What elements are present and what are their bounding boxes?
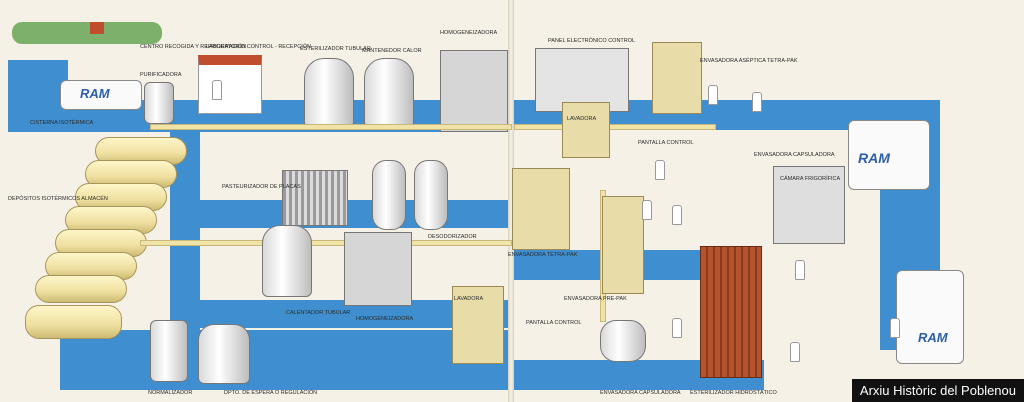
washer bbox=[562, 102, 610, 158]
label-purifier: Purificadora bbox=[140, 72, 182, 78]
label-prepak: Envasadora pre-pak bbox=[564, 296, 627, 302]
worker-figure bbox=[642, 200, 652, 220]
label-washer: Lavadora bbox=[567, 116, 597, 122]
label-control-lower: Pantalla control bbox=[526, 320, 582, 326]
worker-figure bbox=[672, 318, 682, 338]
label-collection-center: Centro recogida y refrigeración bbox=[140, 44, 247, 50]
pipe bbox=[140, 240, 512, 246]
worker-figure bbox=[890, 318, 900, 338]
label-homogenizer-lower: Homogeneizadora bbox=[356, 316, 414, 322]
label-heater: Calentador tubular bbox=[286, 310, 351, 316]
label-hydrostatic: Esterilizador hidrostático bbox=[690, 390, 777, 396]
sterilizer-tank bbox=[304, 58, 354, 128]
label-pasteurizer: Pasteurizador de placas bbox=[222, 184, 301, 190]
worker-figure bbox=[708, 85, 718, 105]
pipe bbox=[150, 124, 512, 130]
normalizer bbox=[150, 320, 188, 382]
label-sterilizer: Esterilizador tubular bbox=[300, 46, 371, 52]
label-homogenizer: Homogeneizadora bbox=[440, 30, 498, 36]
archive-watermark: Arxiu Històric del Poblenou bbox=[851, 379, 1024, 402]
floor-path bbox=[60, 330, 510, 390]
worker-figure bbox=[212, 80, 222, 100]
truck-logo: RAM bbox=[80, 86, 110, 101]
homogenizer bbox=[440, 50, 508, 132]
homogenizer-lower bbox=[344, 232, 412, 306]
storage-cylinder bbox=[25, 305, 122, 339]
label-waiting: Dpto. de espera o regulación bbox=[224, 390, 318, 396]
label-deodorizer: Desodorizador bbox=[428, 234, 477, 240]
cold-store bbox=[773, 166, 845, 244]
label-normalizer: Normalizador bbox=[148, 390, 193, 396]
label-storage-tanks: Depósitos isotérmicos almacén bbox=[8, 196, 108, 202]
prepak-packer bbox=[602, 196, 644, 294]
capsuling-machine bbox=[600, 320, 646, 362]
label-heat-holder: Mantenedor calor bbox=[362, 48, 422, 54]
worker-figure bbox=[795, 260, 805, 280]
worker-figure bbox=[752, 92, 762, 112]
meadow bbox=[12, 22, 162, 44]
laboratory-hut bbox=[198, 55, 262, 114]
hydrostatic-sterilizer bbox=[700, 246, 762, 378]
label-tetrapak: Envasadora tetra-pak bbox=[508, 252, 578, 258]
purifier bbox=[144, 82, 174, 124]
delivery-truck-lower bbox=[896, 270, 964, 364]
tanker-truck bbox=[60, 80, 142, 110]
label-capsuling: Envasadora capsuladora bbox=[754, 152, 835, 158]
worker-figure bbox=[655, 160, 665, 180]
washer-lower bbox=[452, 286, 504, 364]
farm-house bbox=[90, 22, 104, 34]
pipe bbox=[514, 124, 716, 130]
page-fold bbox=[508, 0, 514, 402]
tetrapak-packer bbox=[512, 168, 570, 250]
label-panel: Panel electrónico control bbox=[548, 38, 636, 44]
plate-pasteurizer bbox=[282, 170, 348, 226]
label-washer-lower: Lavadora bbox=[454, 296, 484, 302]
truck-logo-upper: RAM bbox=[858, 150, 890, 166]
worker-figure bbox=[672, 205, 682, 225]
label-aseptic: Envasadora aséptica tetra-pak bbox=[700, 58, 798, 64]
label-capsuling-lower: Envasadora capsuladora bbox=[600, 390, 681, 396]
worker-figure bbox=[790, 342, 800, 362]
deodorizer-tank bbox=[372, 160, 406, 230]
aseptic-packer bbox=[652, 42, 702, 114]
tubular-heater bbox=[262, 225, 312, 297]
storage-cylinder bbox=[35, 275, 127, 303]
label-cold-store: Cámara frigorífica bbox=[780, 176, 841, 182]
label-tanker: Cisterna isotérmica bbox=[30, 120, 94, 126]
label-laboratory: Laboratorio control - recepción bbox=[206, 44, 312, 50]
label-control-screen: Pantalla control bbox=[638, 140, 694, 146]
heat-holder-tank bbox=[364, 58, 414, 128]
deodorizer-tank bbox=[414, 160, 448, 230]
waiting-tank bbox=[198, 324, 250, 384]
delivery-truck bbox=[848, 120, 930, 190]
truck-logo-lower: RAM bbox=[918, 330, 948, 345]
